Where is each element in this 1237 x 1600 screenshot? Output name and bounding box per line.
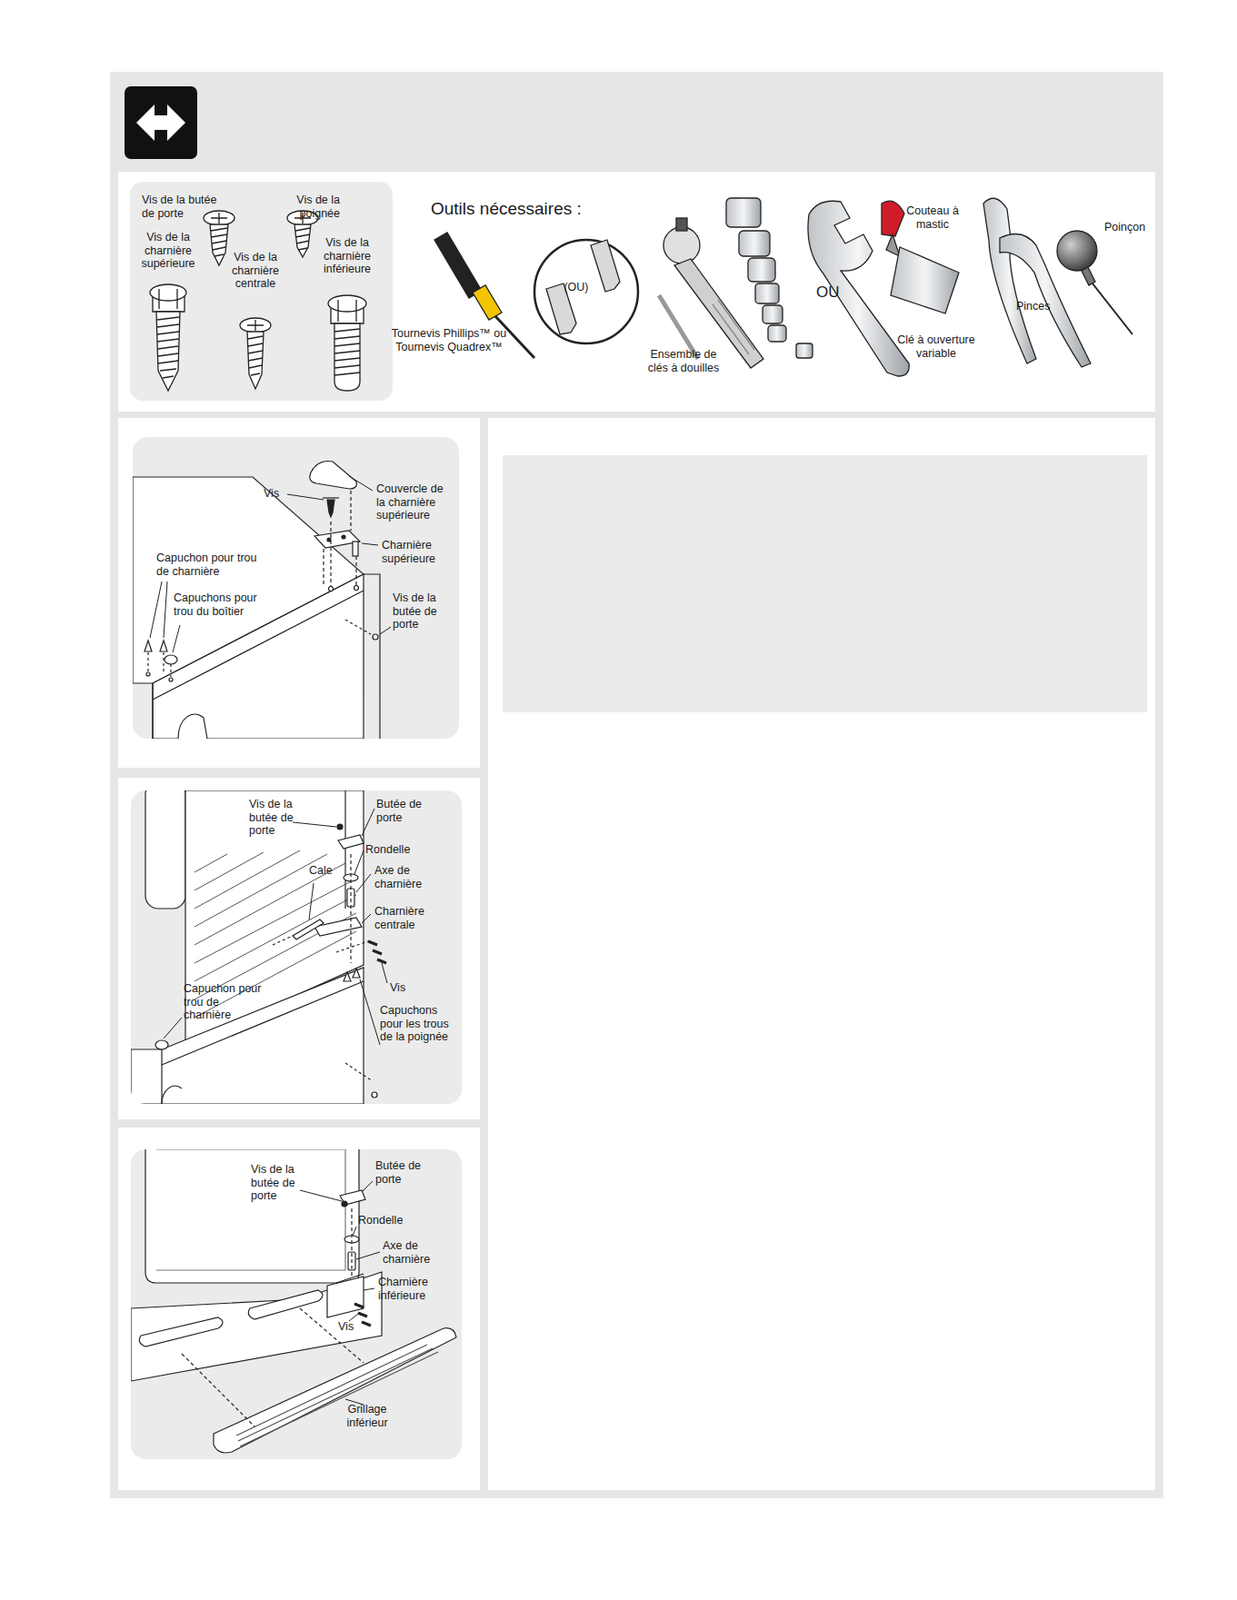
part-label: Vis de la charnière supérieure xyxy=(136,230,200,271)
part-label: Couteau à mastic xyxy=(905,204,960,231)
part-label: Pinces xyxy=(1016,299,1051,314)
part-label: Charnière inférieure xyxy=(378,1276,446,1303)
part-label: Vis de la butée de porte xyxy=(250,1163,310,1204)
part-label: Butée de porte xyxy=(376,798,435,825)
part-label: Charnière centrale xyxy=(374,905,439,932)
part-label: Cale xyxy=(309,864,333,878)
part-label: OU xyxy=(816,283,840,302)
part-label: Clé à ouverture variable xyxy=(888,333,984,360)
part-label: Capuchon pour trou de charnière xyxy=(156,551,262,579)
part-label: Grillage inférieur xyxy=(337,1403,398,1430)
part-label: Vis xyxy=(389,981,406,996)
part-label: Axe de charnière xyxy=(382,1239,447,1267)
part-label: Poinçon xyxy=(1104,220,1146,235)
part-label: Vis xyxy=(338,1320,354,1335)
part-label: Ensemble de clés à douilles xyxy=(639,348,728,375)
part-label: Rondelle xyxy=(358,1214,403,1228)
part-label: Charnière supérieure xyxy=(381,538,449,566)
part-label: Vis de la charnière centrale xyxy=(225,250,286,291)
part-label: Vis de la butée de porte xyxy=(141,193,229,220)
part-label: Rondelle xyxy=(365,843,410,858)
part-label: Axe de charnière xyxy=(374,864,439,891)
part-label: Vis de la charnière inférieure xyxy=(315,236,380,277)
part-label: Tournevis Phillips™ ou Tournevis Quadrex… xyxy=(389,327,509,354)
part-label: Butée de porte xyxy=(375,1159,434,1187)
part-label: (OU) xyxy=(563,280,589,295)
part-label: Vis de la butée de porte xyxy=(249,798,308,838)
part-label: Vis de la poignée xyxy=(283,193,340,220)
part-label: Capuchon pour trou de charnière xyxy=(183,982,262,1023)
part-label: Vis xyxy=(263,487,280,501)
part-label: Couvercle de la charnière supérieure xyxy=(376,482,455,523)
part-label: Capuchons pour les trous de la poignée xyxy=(379,1004,449,1045)
part-label: Vis de la butée de porte xyxy=(392,591,451,632)
part-label: Capuchons pour trou du boîtier xyxy=(173,591,272,619)
part-label: Outils nécessaires : xyxy=(430,199,582,220)
